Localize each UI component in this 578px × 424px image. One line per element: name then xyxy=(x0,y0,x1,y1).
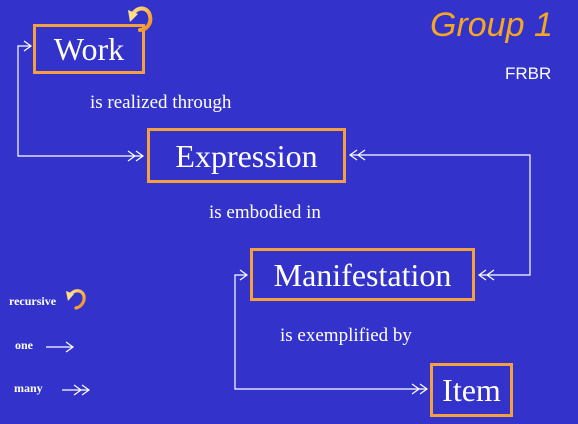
legend-many-arrow xyxy=(62,384,91,396)
connector-work-expression xyxy=(17,40,145,162)
work-box: Work xyxy=(33,24,145,74)
legend-one-label: one xyxy=(15,338,33,352)
diagram-subtitle: FRBR xyxy=(505,64,552,83)
relationship-realized-label: is realized through xyxy=(90,92,232,113)
recursive-curl-icon xyxy=(128,6,153,32)
item-box: Item xyxy=(430,363,513,417)
connector-manifestation-item xyxy=(234,269,429,395)
expression-box: Expression xyxy=(147,128,346,183)
relationship-embodied-label: is embodied in xyxy=(209,202,321,223)
manifestation-box: Manifestation xyxy=(250,248,475,301)
diagram-title: Group 1 xyxy=(430,6,553,44)
connector-expression-manifestation xyxy=(348,149,531,281)
legend-many-label: many xyxy=(14,381,43,395)
relationship-exemplified-label: is exemplified by xyxy=(280,325,412,346)
legend-one-arrow xyxy=(46,341,75,353)
legend-recursive-icon xyxy=(66,289,86,310)
legend-recursive-label: recursive xyxy=(9,294,57,308)
